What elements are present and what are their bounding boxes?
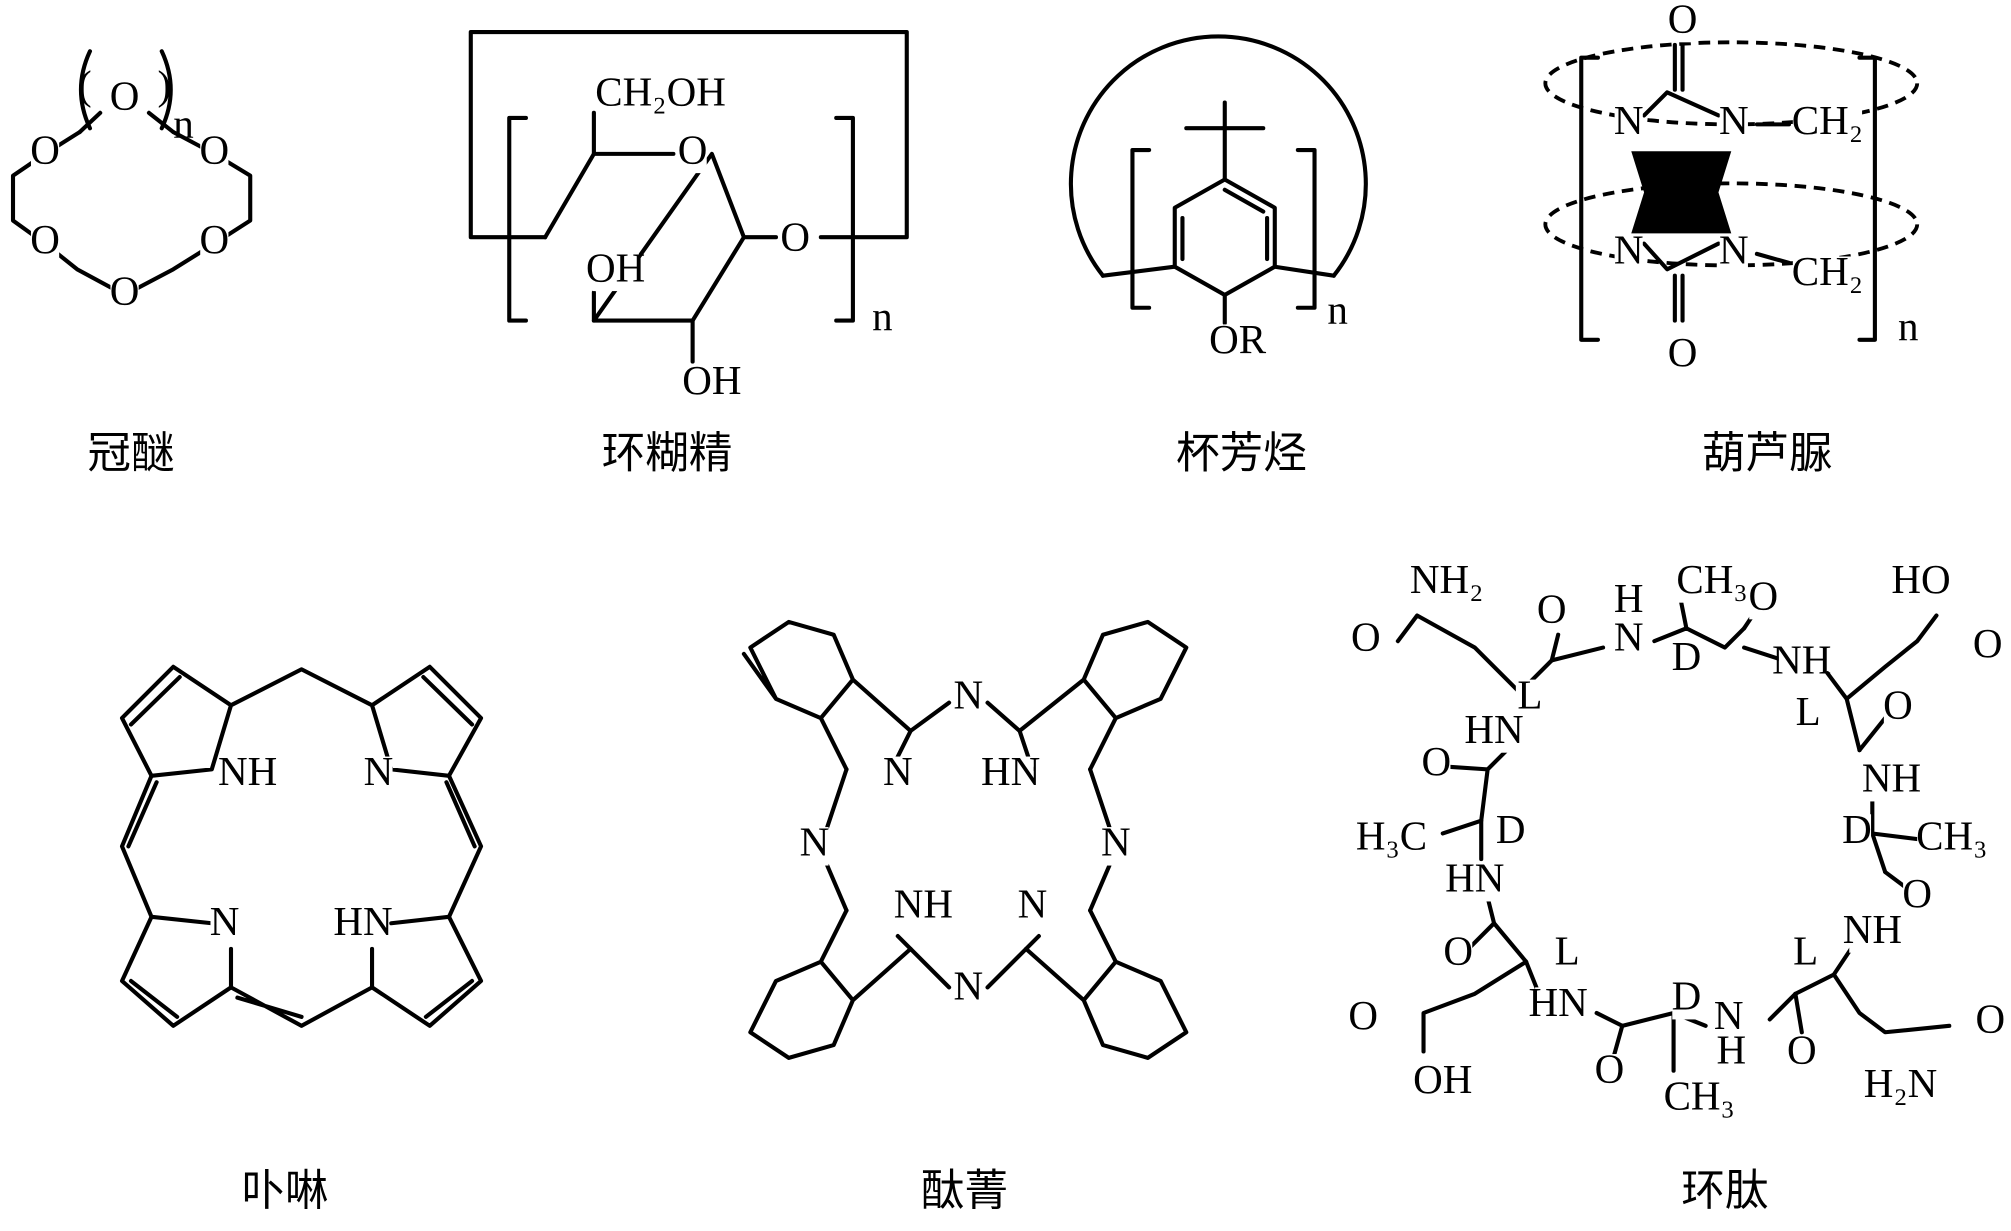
atom-label: ) [157, 62, 171, 108]
atom-label: OH [586, 244, 645, 290]
atom-label: N [210, 898, 240, 944]
atom-label: O [200, 126, 230, 172]
atom-label: CH₂OH [595, 69, 726, 115]
atom-label: O [1348, 992, 1378, 1038]
atom-label: N [800, 819, 830, 865]
atom-label: D [1842, 806, 1872, 852]
atom-label: O [1443, 928, 1473, 974]
atom-label: OH [682, 357, 741, 403]
atom-label: HN [1529, 979, 1588, 1025]
atom-label: NH [218, 748, 277, 794]
atom-label: O [1973, 620, 2003, 666]
atom-label: O [678, 126, 708, 172]
atom-label: O [30, 126, 60, 172]
atom-label: O [1902, 870, 1932, 916]
atom-label: n [872, 293, 893, 339]
atom-label: HN [1445, 855, 1504, 901]
atom-label: O [1668, 329, 1698, 375]
structure-caption: 冠醚 [87, 429, 174, 479]
atom-label: HN [1464, 706, 1523, 752]
atom-label: HN [981, 748, 1040, 794]
atom-label: N [1719, 97, 1749, 143]
atom-label: O [1537, 585, 1567, 631]
structure-caption: 环肽 [1681, 1166, 1768, 1216]
atom-label: O [1883, 682, 1913, 728]
atom-label: ( [78, 62, 92, 108]
atom-label: NH [1862, 755, 1921, 801]
atom-label: N [1714, 992, 1744, 1038]
atom-label: OH [1413, 1056, 1472, 1102]
atom-label: N [1614, 226, 1644, 272]
atom-label: O [1787, 1026, 1817, 1072]
atom-label: NH [1843, 906, 1902, 952]
porphyrin-structure [119, 664, 484, 1028]
atom-label: L [1555, 928, 1580, 974]
atom-label: H [1614, 575, 1644, 621]
calixarene-structure [1068, 34, 1368, 326]
atom-label: L [1796, 688, 1821, 734]
structure-caption: 葫芦脲 [1702, 429, 1833, 479]
atom-label: NH₂ [1410, 556, 1484, 602]
atom-label: HN [333, 898, 392, 944]
atom-label: O [780, 213, 810, 259]
atom-label: O [1975, 996, 2005, 1042]
atom-label: H₂N [1864, 1060, 1938, 1106]
atom-label: O [1422, 738, 1452, 784]
atom-label: HO [1891, 556, 1950, 602]
atom-label: n [1898, 303, 1919, 349]
atom-label: H₃C [1356, 812, 1427, 858]
atom-label: N [364, 748, 394, 794]
atom-label: N [883, 748, 913, 794]
atom-label: O [1668, 0, 1698, 42]
atom-label: CH₂ [1792, 97, 1863, 143]
cucurbituril-structure [1543, 40, 1920, 342]
atom-label: CH₃ [1664, 1073, 1735, 1119]
atom-label: n [173, 101, 194, 147]
atom-label: D [1672, 973, 1702, 1019]
structure-caption: 杯芳烃 [1176, 429, 1307, 479]
structure-caption: 卟啉 [241, 1166, 328, 1216]
atom-label: N [954, 962, 984, 1008]
atom-label: L [1793, 928, 1818, 974]
phthalocyanine-structure [741, 619, 1189, 1060]
structure-caption: 环糊精 [602, 429, 733, 479]
atom-label: OR [1209, 316, 1267, 362]
atom-label: D [1496, 806, 1526, 852]
atom-label: L [1517, 671, 1542, 717]
atom-label: N [1101, 819, 1131, 865]
atom-label: O [200, 216, 230, 262]
atom-label: NH [894, 880, 953, 926]
atom-label: CH₂ [1792, 248, 1863, 294]
atom-label: O [1595, 1046, 1625, 1092]
atom-label: n [1327, 287, 1348, 333]
atom-label: CH₃ [1676, 556, 1747, 602]
atom-label: N [1719, 226, 1749, 272]
atom-label: D [1672, 633, 1702, 679]
atom-label: N [1614, 614, 1644, 660]
atom-label: N [1614, 97, 1644, 143]
atom-label: O [1351, 614, 1381, 660]
atom-label: N [954, 671, 984, 717]
cyclodextrin-structure [468, 30, 909, 364]
structure-caption: 酞菁 [921, 1166, 1008, 1216]
atom-label: O [110, 267, 140, 313]
atom-label: N [1018, 880, 1048, 926]
atom-label: H [1716, 1026, 1746, 1072]
atom-label: CH₃ [1916, 812, 1987, 858]
atom-label: NH [1772, 637, 1831, 683]
atom-label: O [30, 216, 60, 262]
atom-label: O [1749, 573, 1779, 619]
atom-label: O [110, 72, 140, 118]
